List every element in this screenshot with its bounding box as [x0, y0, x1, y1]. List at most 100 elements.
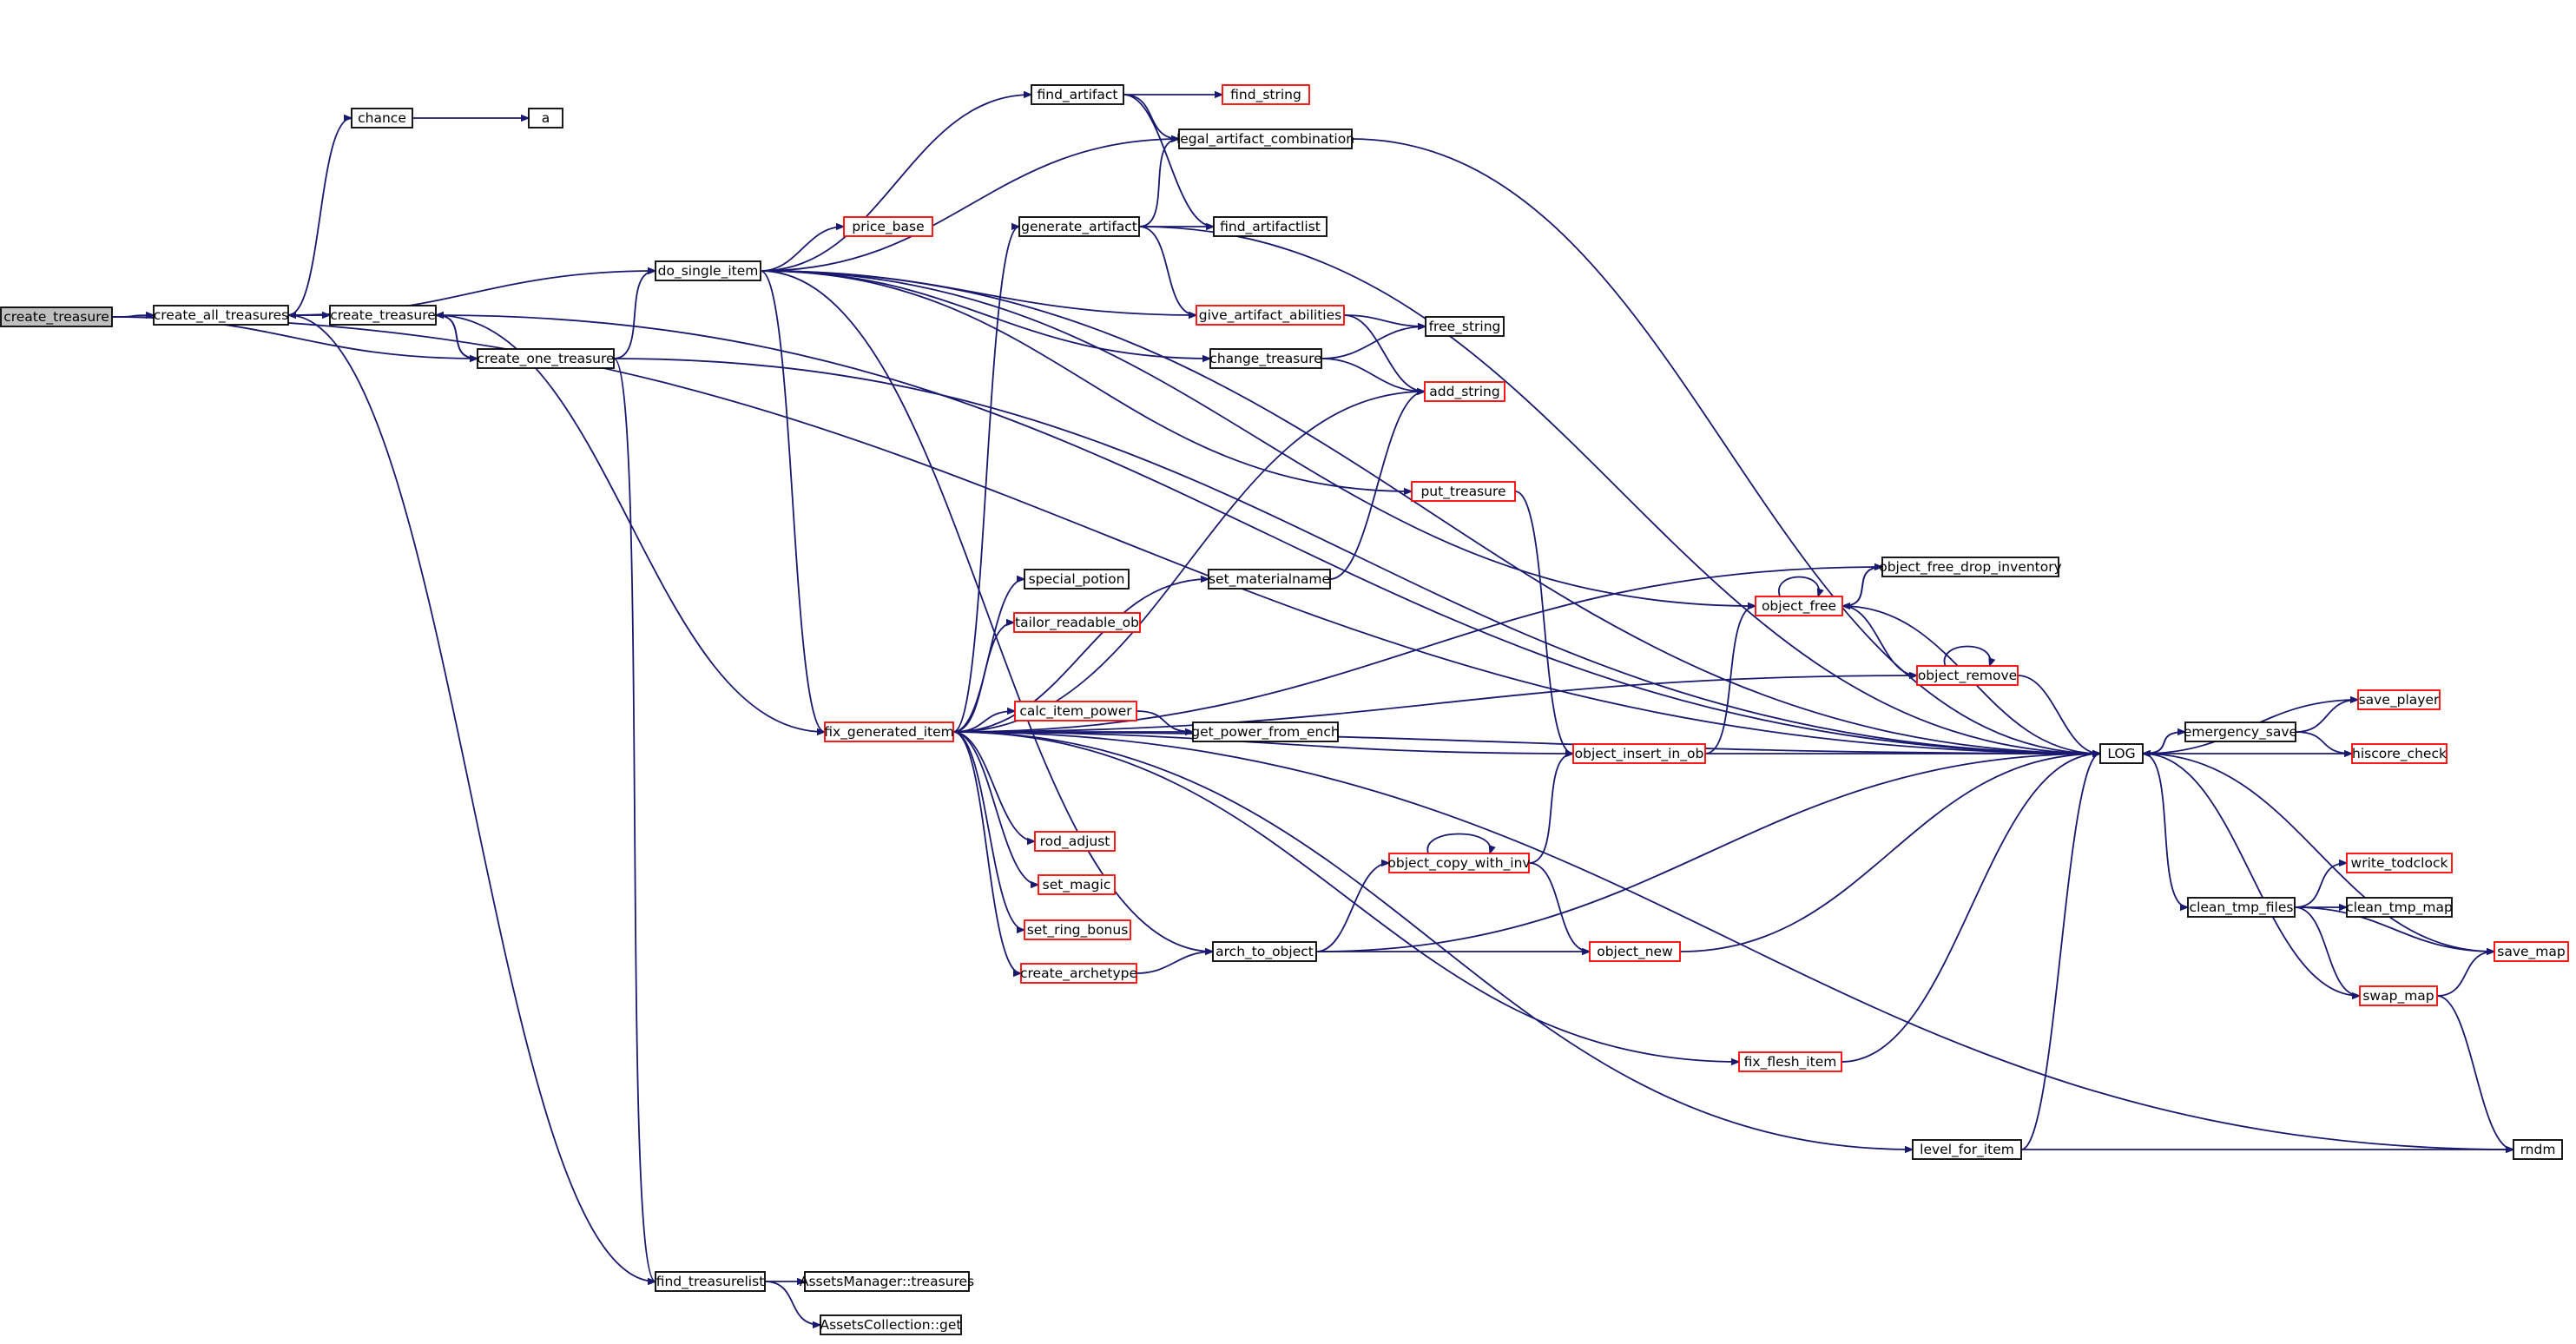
- node-box-save_map[interactable]: [2494, 941, 2569, 962]
- node-box-object_remove[interactable]: [1916, 665, 2019, 686]
- node-object_new[interactable]: object_new: [1589, 941, 1681, 962]
- node-box-arch_to_object[interactable]: [1212, 941, 1317, 962]
- node-box-a[interactable]: [528, 108, 563, 128]
- node-add_string[interactable]: add_string: [1424, 381, 1505, 402]
- node-price_base[interactable]: price_base: [843, 216, 933, 237]
- node-calc_item_power[interactable]: calc_item_power: [1014, 701, 1137, 721]
- node-box-fix_generated_item[interactable]: [824, 721, 954, 742]
- node-arch_to_object[interactable]: arch_to_object: [1212, 941, 1317, 962]
- node-box-change_treasure[interactable]: [1209, 348, 1322, 369]
- node-box-find_treasurelist[interactable]: [655, 1271, 766, 1292]
- node-assets_get[interactable]: AssetsCollection::get: [820, 1314, 962, 1335]
- node-box-create_archetype[interactable]: [1020, 963, 1137, 984]
- node-box-get_power_from_ench[interactable]: [1192, 721, 1339, 742]
- node-box-rod_adjust[interactable]: [1034, 831, 1116, 852]
- node-generate_artifact[interactable]: generate_artifact: [1018, 216, 1140, 237]
- node-fix_generated_item[interactable]: fix_generated_item: [824, 721, 954, 742]
- node-box-assets_get[interactable]: [820, 1314, 962, 1335]
- node-object_copy_with_inv[interactable]: object_copy_with_inv: [1387, 853, 1531, 873]
- node-create_treasure[interactable]: create_treasure: [329, 305, 437, 326]
- node-box-calc_item_power[interactable]: [1014, 701, 1137, 721]
- node-box-set_ring_bonus[interactable]: [1024, 919, 1131, 940]
- node-box-swap_map[interactable]: [2359, 985, 2438, 1006]
- node-set_ring_bonus[interactable]: set_ring_bonus: [1024, 919, 1131, 940]
- node-create_all_treasures[interactable]: create_all_treasures: [153, 305, 289, 326]
- node-box-price_base[interactable]: [843, 216, 933, 237]
- node-rndm[interactable]: rndm: [2513, 1139, 2563, 1160]
- node-find_artifactlist[interactable]: find_artifactlist: [1213, 216, 1328, 237]
- node-box-hiscore_check[interactable]: [2351, 743, 2448, 764]
- node-rod_adjust[interactable]: rod_adjust: [1034, 831, 1116, 852]
- node-a[interactable]: a: [528, 108, 563, 128]
- node-find_string[interactable]: find_string: [1222, 84, 1310, 105]
- node-emergency_save[interactable]: emergency_save: [2184, 721, 2297, 742]
- node-box-LOG[interactable]: [2099, 743, 2144, 764]
- node-box-object_free_drop_inventory[interactable]: [1881, 557, 2059, 577]
- node-do_single_item[interactable]: do_single_item: [655, 260, 761, 281]
- node-assets_treasures[interactable]: AssetsManager::treasures: [800, 1271, 974, 1292]
- node-box-level_for_item[interactable]: [1912, 1139, 2022, 1160]
- node-box-fix_flesh_item[interactable]: [1738, 1051, 1842, 1072]
- node-box-emergency_save[interactable]: [2184, 721, 2296, 742]
- node-box-rndm[interactable]: [2513, 1139, 2563, 1160]
- node-swap_map[interactable]: swap_map: [2359, 985, 2438, 1006]
- node-box-set_magic[interactable]: [1038, 874, 1116, 895]
- node-give_artifact_abilities[interactable]: give_artifact_abilities: [1196, 305, 1345, 326]
- node-box-clean_tmp_map[interactable]: [2346, 897, 2453, 918]
- node-fix_flesh_item[interactable]: fix_flesh_item: [1738, 1051, 1842, 1072]
- node-box-find_artifact[interactable]: [1031, 84, 1124, 105]
- node-level_for_item[interactable]: level_for_item: [1912, 1139, 2022, 1160]
- node-box-create_treasure_root[interactable]: [0, 306, 113, 327]
- node-hiscore_check[interactable]: hiscore_check: [2351, 743, 2448, 764]
- node-set_magic[interactable]: set_magic: [1038, 874, 1116, 895]
- node-box-assets_treasures[interactable]: [804, 1271, 970, 1292]
- node-tailor_readable_ob[interactable]: tailor_readable_ob: [1013, 612, 1141, 633]
- node-save_map[interactable]: save_map: [2494, 941, 2569, 962]
- node-find_treasurelist[interactable]: find_treasurelist: [655, 1271, 766, 1292]
- node-box-tailor_readable_ob[interactable]: [1013, 612, 1141, 633]
- node-chance[interactable]: chance: [351, 108, 413, 128]
- node-box-chance[interactable]: [351, 108, 413, 128]
- node-save_player[interactable]: save_player: [2357, 689, 2441, 710]
- node-LOG[interactable]: LOG: [2099, 743, 2144, 764]
- node-box-find_artifactlist[interactable]: [1213, 216, 1328, 237]
- node-box-object_new[interactable]: [1589, 941, 1681, 962]
- node-box-create_all_treasures[interactable]: [153, 305, 289, 326]
- node-box-write_todclock[interactable]: [2346, 853, 2453, 873]
- node-box-object_free[interactable]: [1755, 596, 1843, 616]
- node-write_todclock[interactable]: write_todclock: [2346, 853, 2453, 873]
- node-change_treasure[interactable]: change_treasure: [1209, 348, 1322, 369]
- node-object_free_drop_inventory[interactable]: object_free_drop_inventory: [1879, 557, 2062, 577]
- node-object_insert_in_ob[interactable]: object_insert_in_ob: [1572, 743, 1706, 764]
- node-legal_artifact_combination[interactable]: legal_artifact_combination: [1176, 128, 1354, 149]
- node-box-object_copy_with_inv[interactable]: [1388, 853, 1530, 873]
- node-find_artifact[interactable]: find_artifact: [1031, 84, 1124, 105]
- node-box-give_artifact_abilities[interactable]: [1196, 305, 1345, 326]
- node-box-add_string[interactable]: [1424, 381, 1505, 402]
- node-box-free_string[interactable]: [1425, 316, 1505, 337]
- node-box-clean_tmp_files[interactable]: [2187, 897, 2296, 918]
- node-box-create_one_treasure[interactable]: [477, 348, 615, 369]
- node-object_remove[interactable]: object_remove: [1916, 665, 2019, 686]
- node-clean_tmp_map[interactable]: clean_tmp_map: [2346, 897, 2453, 918]
- node-get_power_from_ench[interactable]: get_power_from_ench: [1191, 721, 1340, 742]
- node-create_treasure_root[interactable]: create_treasure: [0, 306, 113, 327]
- node-object_free[interactable]: object_free: [1755, 596, 1843, 616]
- node-free_string[interactable]: free_string: [1425, 316, 1505, 337]
- node-box-save_player[interactable]: [2357, 689, 2441, 710]
- node-box-object_insert_in_ob[interactable]: [1572, 743, 1706, 764]
- node-box-do_single_item[interactable]: [655, 260, 761, 281]
- node-box-put_treasure[interactable]: [1411, 481, 1516, 502]
- node-box-generate_artifact[interactable]: [1018, 216, 1140, 237]
- node-clean_tmp_files[interactable]: clean_tmp_files: [2187, 897, 2296, 918]
- node-create_one_treasure[interactable]: create_one_treasure: [477, 348, 615, 369]
- node-put_treasure[interactable]: put_treasure: [1411, 481, 1516, 502]
- node-box-legal_artifact_combination[interactable]: [1178, 128, 1353, 149]
- node-box-special_potion[interactable]: [1024, 569, 1130, 590]
- node-create_archetype[interactable]: create_archetype: [1020, 963, 1137, 984]
- node-set_materialname[interactable]: set_materialname: [1208, 569, 1331, 590]
- node-box-set_materialname[interactable]: [1208, 569, 1331, 590]
- node-special_potion[interactable]: special_potion: [1024, 569, 1130, 590]
- node-box-create_treasure[interactable]: [329, 305, 437, 326]
- node-box-find_string[interactable]: [1222, 84, 1310, 105]
